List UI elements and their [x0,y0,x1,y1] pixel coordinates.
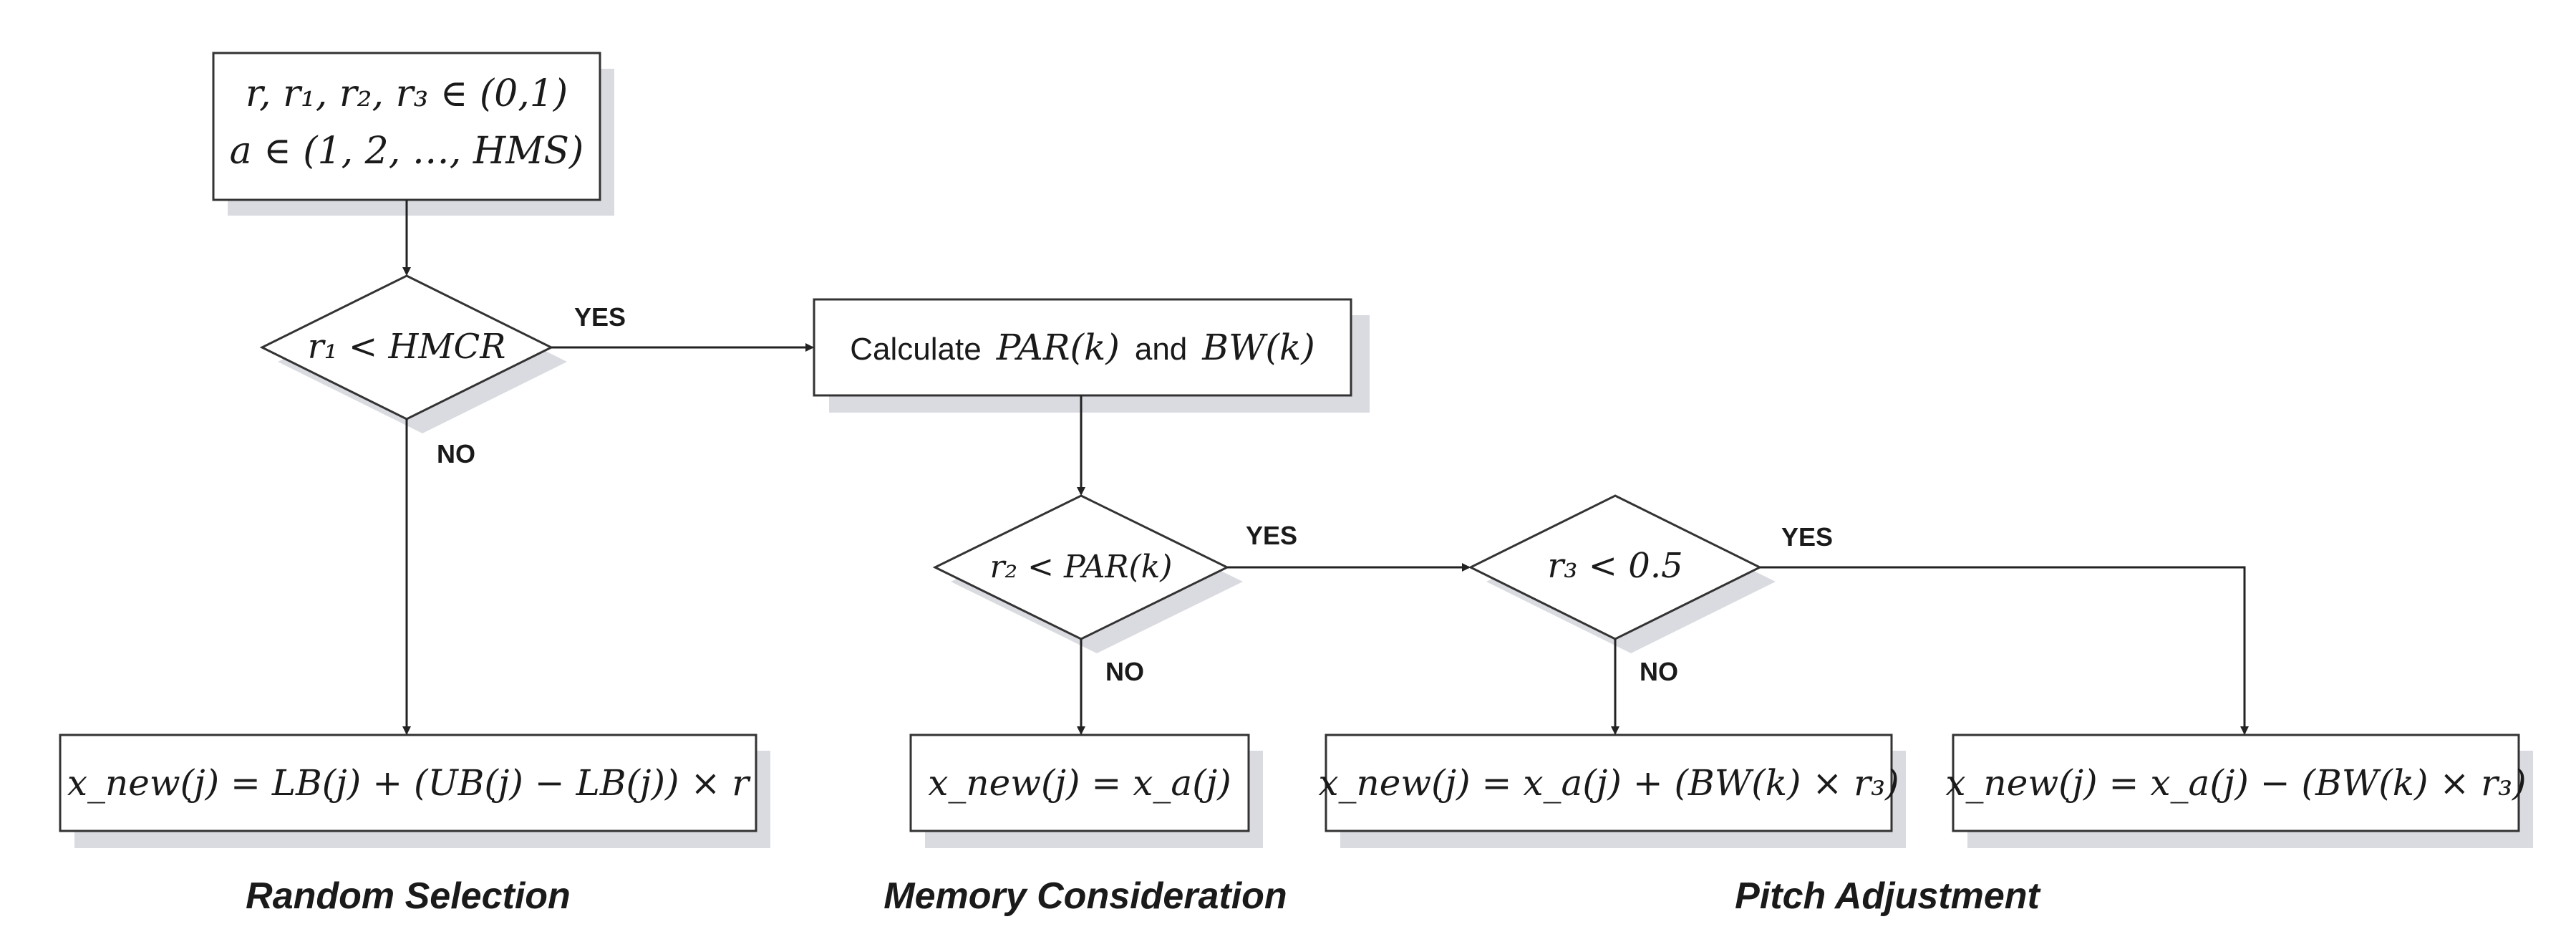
decision-half: r₃ < 0.5 [1468,494,1776,653]
decision-hmcr-text: r₁ < HMCR [308,327,506,367]
decision-half-text: r₃ < 0.5 [1547,546,1682,586]
calc-par: PAR(k) [996,327,1120,368]
init-line-1: r, r₁, r₂, r₃ ∈ (0,1) [246,72,568,115]
result-pitch-minus-text: x_new(j) = x_a(j) − (BW(k) × r₃) [1945,762,2526,804]
caption-random-selection: Random Selection [246,875,571,917]
result-pitch-minus-box: x_new(j) = x_a(j) − (BW(k) × r₃) [1945,734,2533,848]
result-memory-text: x_new(j) = x_a(j) [928,762,1231,804]
decision-par: r₂ < PAR(k) [932,494,1243,653]
label-par-no: NO [1105,657,1144,686]
calc-prefix: Calculate [850,332,981,367]
init-line-2: a ∈ (1, 2, …, HMS) [230,130,584,173]
caption-memory-consideration: Memory Consideration [883,875,1287,917]
result-random-box: x_new(j) = LB(j) + (UB(j) − LB(j)) × r [59,734,770,848]
label-par-yes: YES [1246,521,1297,550]
result-pitch-plus-text: x_new(j) = x_a(j) + (BW(k) × r₃) [1318,762,1899,804]
calc-bw: BW(k) [1201,327,1314,368]
label-half-yes: YES [1781,522,1833,552]
label-half-no: NO [1640,657,1678,686]
decision-hmcr: r₁ < HMCR [259,274,567,433]
result-pitch-plus-box: x_new(j) = x_a(j) + (BW(k) × r₃) [1318,734,1906,848]
decision-par-text: r₂ < PAR(k) [990,549,1173,585]
arrow-half-yes [1760,566,2249,735]
label-hmcr-yes: YES [574,302,626,332]
label-hmcr-no: NO [437,439,475,468]
svg-text:Calculate PAR(k) a: Calculate PAR(k) and BW(k) [850,327,1314,368]
result-random-text: x_new(j) = LB(j) + (UB(j) − LB(j)) × r [67,762,751,804]
init-box: r, r₁, r₂, r₃ ∈ (0,1) a ∈ (1, 2, …, HMS) [212,52,614,216]
result-memory-box: x_new(j) = x_a(j) [909,734,1263,848]
calc-box: Calculate PAR(k) and BW(k) [813,298,1370,413]
caption-pitch-adjustment: Pitch Adjustment [1735,875,2041,917]
calc-and: and [1135,332,1187,367]
